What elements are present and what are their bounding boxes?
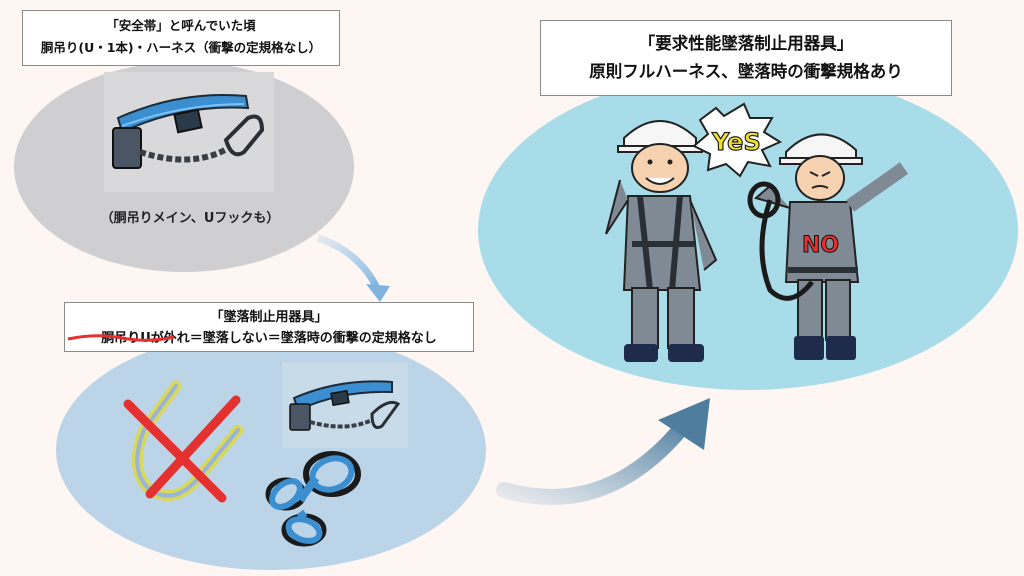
right-panel-subtitle: 原則フルハーネス、墜落時の衝撃規格あり bbox=[589, 62, 903, 81]
right-panel: 「要求性能墜落制止用器具」 原則フルハーネス、墜落時の衝撃規格あり bbox=[540, 20, 952, 96]
blue-ellipse bbox=[56, 330, 486, 570]
worker-yes-illustration bbox=[605, 120, 718, 362]
top-panel-subtitle: 胴吊り(U・1本)・ハーネス（衝撃の定規格なし） bbox=[40, 40, 322, 55]
small-belt-illustration bbox=[282, 362, 408, 448]
harness-loops-illustration bbox=[265, 451, 361, 547]
yes-label: YeS bbox=[711, 128, 761, 156]
arrow-middle-to-right bbox=[496, 412, 696, 505]
middle-panel: 「墜落制止用器具」 胴吊りUが外れ＝墜落しない＝墜落時の衝撃の定規格なし bbox=[64, 302, 474, 352]
middle-panel-title: 「墜落制止用器具」 bbox=[210, 310, 328, 325]
top-panel: 「安全帯」と呼んでいた頃 胴吊り(U・1本)・ハーネス（衝撃の定規格なし） bbox=[22, 10, 340, 66]
no-label: NO bbox=[802, 233, 839, 258]
u-hook-crossed-illustration bbox=[123, 380, 244, 503]
waist-belt-illustration bbox=[104, 72, 274, 192]
yes-burst bbox=[692, 102, 783, 178]
middle-panel-subtitle: 胴吊りUが外れ＝墜落しない＝墜落時の衝撃の定規格なし bbox=[101, 331, 437, 346]
worker-no-illustration bbox=[747, 133, 909, 360]
top-panel-title: 「安全帯」と呼んでいた頃 bbox=[106, 18, 256, 33]
arrow-top-to-middle bbox=[316, 234, 382, 292]
right-panel-title: 「要求性能墜落制止用器具」 bbox=[638, 34, 854, 53]
top-caption: （胴吊りメイン、Uフックも） bbox=[100, 211, 280, 226]
red-strike-mark bbox=[67, 334, 175, 342]
